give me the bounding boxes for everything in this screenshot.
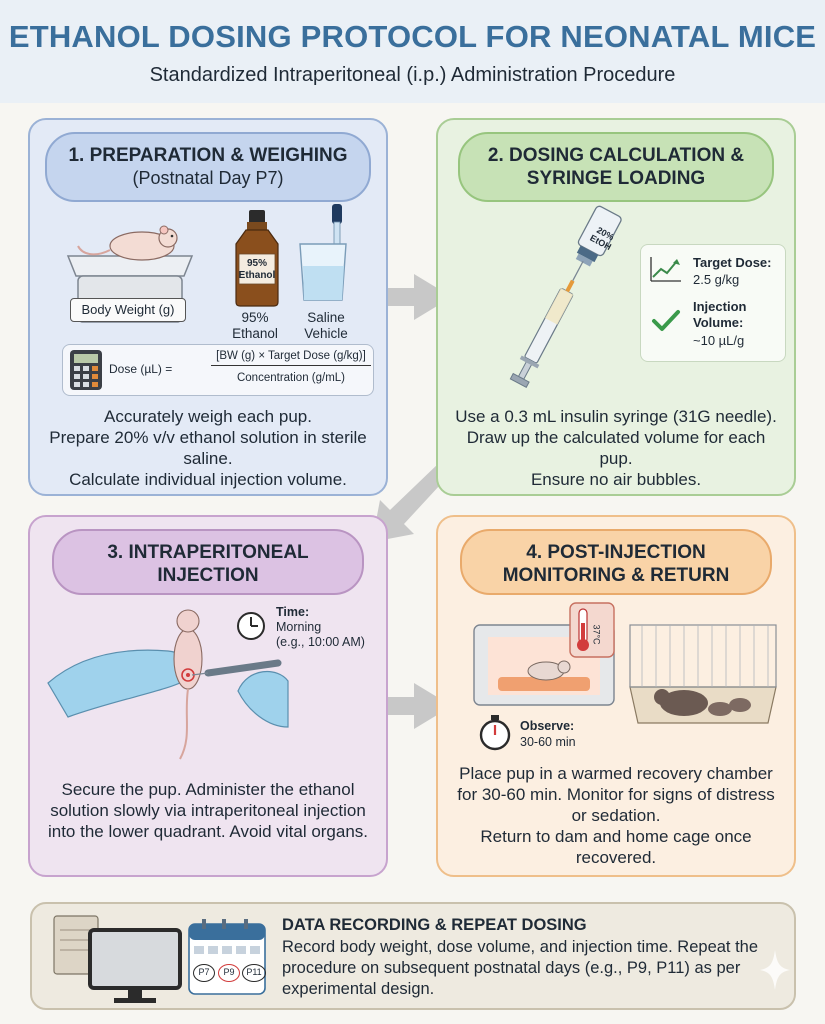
saline-beaker-icon [299, 204, 347, 301]
arrow-step2-to-step3 [372, 462, 452, 542]
formula-numerator: [BW (g) × Target Dose (g/kg)] [211, 350, 371, 366]
bottle-tag: 95% Ethanol [238, 258, 276, 281]
ethanol-bottle-caption: 95% Ethanol [232, 310, 278, 341]
footer-panel: P7 P9 P11 DATA RECORDING & REPEAT DOSING… [30, 902, 796, 1010]
step3-instructions: Secure the pup. Administer the ethanol s… [47, 780, 369, 841]
step4-title: 4. POST-INJECTION MONITORING & RETURN [502, 542, 730, 586]
calculator-icon [70, 350, 102, 390]
temperature-label: 37°C [591, 624, 602, 645]
time-label: Time: [276, 605, 310, 619]
step2-instructions: Use a 0.3 mL insulin syringe (31G needle… [455, 407, 777, 489]
step3-title: 3. INTRAPERITONEAL INJECTION [107, 542, 309, 586]
observe-label: Observe: [520, 719, 575, 733]
header-banner: ETHANOL DOSING PROTOCOL FOR NEONATAL MIC… [0, 0, 825, 103]
calendar-day-p7: P7 [193, 964, 215, 982]
clock-icon [237, 612, 265, 640]
injection-volume-value: ~10 µL/g [693, 333, 745, 348]
target-dose-label: Target Dose: [693, 255, 772, 270]
footer-title: DATA RECORDING & REPEAT DOSING [282, 916, 587, 934]
thermometer-icon [569, 602, 615, 658]
sparkle-icon [760, 950, 790, 990]
step1-panel: 1. PREPARATION & WEIGHING (Postnatal Day… [28, 118, 388, 496]
calendar-day-p9: P9 [218, 964, 240, 982]
calendar-day-list: P7 P9 P11 [190, 964, 268, 984]
checkmark-icon [652, 310, 680, 331]
injection-volume-label: Injection Volume: [693, 299, 747, 330]
step3-header: 3. INTRAPERITONEAL INJECTION [52, 529, 364, 595]
step2-title: 2. DOSING CALCULATION & SYRINGE LOADING [487, 145, 745, 189]
dose-info-box: Target Dose: 2.5 g/kg Injection Volume: … [640, 244, 786, 362]
footer-text: Record body weight, dose volume, and inj… [282, 938, 759, 998]
step4-header: 4. POST-INJECTION MONITORING & RETURN [460, 529, 772, 595]
trend-up-icon [650, 257, 681, 282]
page-subtitle: Standardized Intraperitoneal (i.p.) Admi… [149, 64, 676, 86]
step3-panel: 3. INTRAPERITONEAL INJECTION Time: Morni… [28, 515, 388, 877]
observe-value: 30-60 min [520, 735, 576, 749]
step1-title: 1. PREPARATION & WEIGHING [68, 145, 348, 166]
formula-denominator: Concentration (g/mL) [236, 372, 346, 384]
weighing-scale-illustration [66, 225, 194, 323]
saline-beaker-caption: Saline Vehicle [304, 310, 348, 341]
step2-panel: 2. DOSING CALCULATION & SYRINGE LOADING … [436, 118, 796, 496]
step4-panel: 4. POST-INJECTION MONITORING & RETURN 37… [436, 515, 796, 877]
calendar-icon [188, 919, 266, 995]
body-weight-label: Body Weight (g) [70, 298, 186, 322]
step1-header: 1. PREPARATION & WEIGHING (Postnatal Day… [45, 132, 371, 202]
step1-instructions: Accurately weigh each pup. Prepare 20% v… [49, 407, 367, 489]
target-dose-value: 2.5 g/kg [693, 272, 740, 287]
page-title: ETHANOL DOSING PROTOCOL FOR NEONATAL MIC… [8, 19, 817, 54]
arrow-step3-to-step4 [368, 683, 452, 729]
home-cage-illustration [629, 624, 777, 724]
gloved-hands-injecting-pup-illustration [47, 609, 289, 760]
computer-with-notebook-icon [53, 915, 182, 1003]
dose-formula-box: Dose (µL) = [BW (g) × Target Dose (g/kg)… [62, 344, 374, 396]
calendar-day-p11: P11 [242, 964, 266, 982]
arrow-step1-to-step2 [368, 274, 452, 320]
syringe-and-vial-illustration [509, 205, 622, 389]
time-value: Morning (e.g., 10:00 AM) [276, 620, 365, 649]
step2-header: 2. DOSING CALCULATION & SYRINGE LOADING [458, 132, 774, 202]
ethanol-bottle-icon [235, 210, 279, 307]
step4-instructions: Place pup in a warmed recovery chamber f… [457, 764, 775, 867]
step1-subtitle: (Postnatal Day P7) [132, 168, 284, 188]
stopwatch-icon [479, 715, 511, 751]
formula-lhs: Dose (µL) = [109, 362, 173, 376]
